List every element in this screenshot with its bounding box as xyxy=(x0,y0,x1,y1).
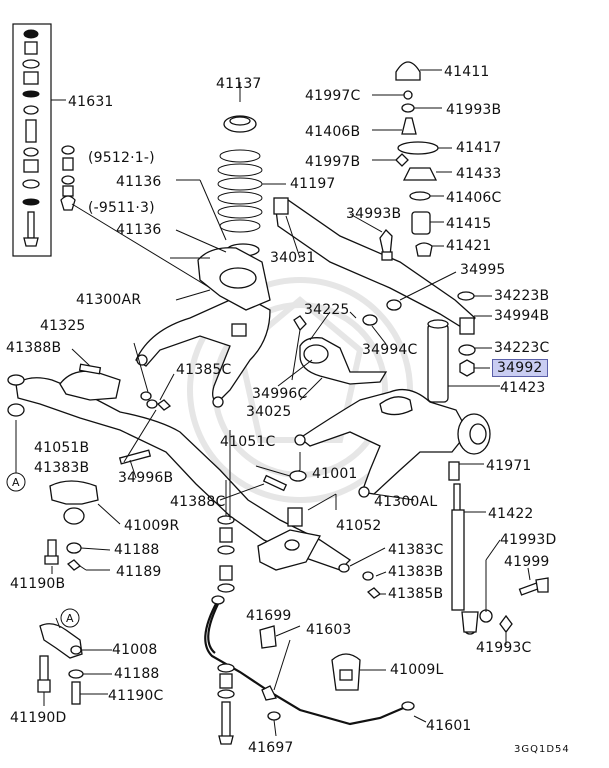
label-41190c: 41190C xyxy=(108,688,164,704)
label-41136-upper: 41136 xyxy=(116,174,162,190)
leader-lines xyxy=(175,179,383,520)
label-41009l: 41009L xyxy=(390,662,444,678)
label-41631: 41631 xyxy=(68,94,114,110)
label-41997c: 41997C xyxy=(305,88,361,104)
label-34031: 34031 xyxy=(270,250,316,266)
label-34994c: 34994C xyxy=(362,342,418,358)
label-41383b-upper: 41383B xyxy=(34,460,90,476)
label-41997b: 41997B xyxy=(305,154,361,170)
label-41051c: 41051C xyxy=(220,434,276,450)
top-mount-stack xyxy=(372,61,452,257)
label-41190b: 41190B xyxy=(10,576,66,592)
label-41008: 41008 xyxy=(112,642,158,658)
label-41421: 41421 xyxy=(446,238,492,254)
label-41699: 41699 xyxy=(246,608,292,624)
label-41385c: 41385C xyxy=(176,362,232,378)
label-41388b: 41388B xyxy=(6,340,62,356)
coil-spring-41197 xyxy=(217,82,286,257)
diff-mount-34025 xyxy=(291,311,388,401)
diagram-code: 3GQ1D54 xyxy=(514,744,570,755)
label-41137: 41137 xyxy=(216,76,262,92)
label-41325: 41325 xyxy=(40,318,86,334)
label-41422: 41422 xyxy=(488,506,534,522)
label-9512-1: (9512·1-) xyxy=(88,150,155,166)
callout-a-label-lower: A xyxy=(66,612,74,625)
label-41001: 41001 xyxy=(312,466,358,482)
label-34223c: 34223C xyxy=(494,340,550,356)
callout-a-marker-upper xyxy=(6,420,26,492)
label-34025: 34025 xyxy=(246,404,292,420)
label-34225: 34225 xyxy=(304,302,350,318)
label-41993c: 41993C xyxy=(476,640,532,656)
label-41052: 41052 xyxy=(336,518,382,534)
label-41300ar: 41300AR xyxy=(76,292,142,308)
bracket-41009l xyxy=(331,653,386,691)
bracket-41008 xyxy=(37,617,112,706)
label-34992-highlighted[interactable]: 34992 xyxy=(492,359,548,377)
label-9511-3: (-9511·3) xyxy=(88,200,155,216)
label-41188-lower: 41188 xyxy=(114,666,160,682)
stabilizer-links xyxy=(217,480,301,745)
crossmember-34031 xyxy=(273,197,492,377)
label-41603: 41603 xyxy=(306,622,352,638)
label-41999: 41999 xyxy=(504,554,550,570)
label-41417: 41417 xyxy=(456,140,502,156)
bracket-41009r xyxy=(49,480,121,525)
bolt-41999 xyxy=(518,567,549,596)
label-34993b: 34993B xyxy=(346,206,402,222)
label-34994b: 34994B xyxy=(494,308,550,324)
label-41423: 41423 xyxy=(500,380,546,396)
label-41971: 41971 xyxy=(486,458,532,474)
label-41406b: 41406B xyxy=(305,124,361,140)
label-41993b-top: 41993B xyxy=(446,102,502,118)
label-41388c: 41388C xyxy=(170,494,226,510)
label-41993d: 41993D xyxy=(500,532,557,548)
label-41190d: 41190D xyxy=(10,710,67,726)
washers-column xyxy=(60,145,231,301)
bushing-kit-41631 xyxy=(12,23,66,257)
shock-absorber-41422 xyxy=(427,319,513,645)
callout-a-marker-lower xyxy=(60,608,80,628)
label-41300al: 41300AL xyxy=(374,494,438,510)
label-41136-lower: 41136 xyxy=(116,222,162,238)
lower-arm-41300al xyxy=(294,388,491,501)
label-34995: 34995 xyxy=(460,262,506,278)
label-41433: 41433 xyxy=(456,166,502,182)
label-41051b: 41051B xyxy=(34,440,90,456)
label-34223b: 34223B xyxy=(494,288,550,304)
label-41415: 41415 xyxy=(446,216,492,232)
subframe-41001 xyxy=(7,370,352,571)
label-41385b: 41385B xyxy=(388,586,444,602)
label-34996c: 34996C xyxy=(252,386,308,402)
label-41601: 41601 xyxy=(426,718,472,734)
label-41411: 41411 xyxy=(444,64,490,80)
label-41009r: 41009R xyxy=(124,518,180,534)
label-41383b-lower: 41383B xyxy=(388,564,444,580)
stabilizer-bar-41601 xyxy=(204,595,427,726)
fasteners-41188-41190b xyxy=(44,539,111,574)
lower-arm-41300ar xyxy=(135,247,271,408)
label-41406c: 41406C xyxy=(446,190,502,206)
label-41697: 41697 xyxy=(248,740,294,756)
label-41189: 41189 xyxy=(116,564,162,580)
label-34996b: 34996B xyxy=(118,470,174,486)
label-41383c: 41383C xyxy=(388,542,444,558)
subframe-fasteners xyxy=(71,342,387,599)
label-41197: 41197 xyxy=(290,176,336,192)
callout-a-label-upper: A xyxy=(12,476,20,489)
label-41188-upper: 41188 xyxy=(114,542,160,558)
